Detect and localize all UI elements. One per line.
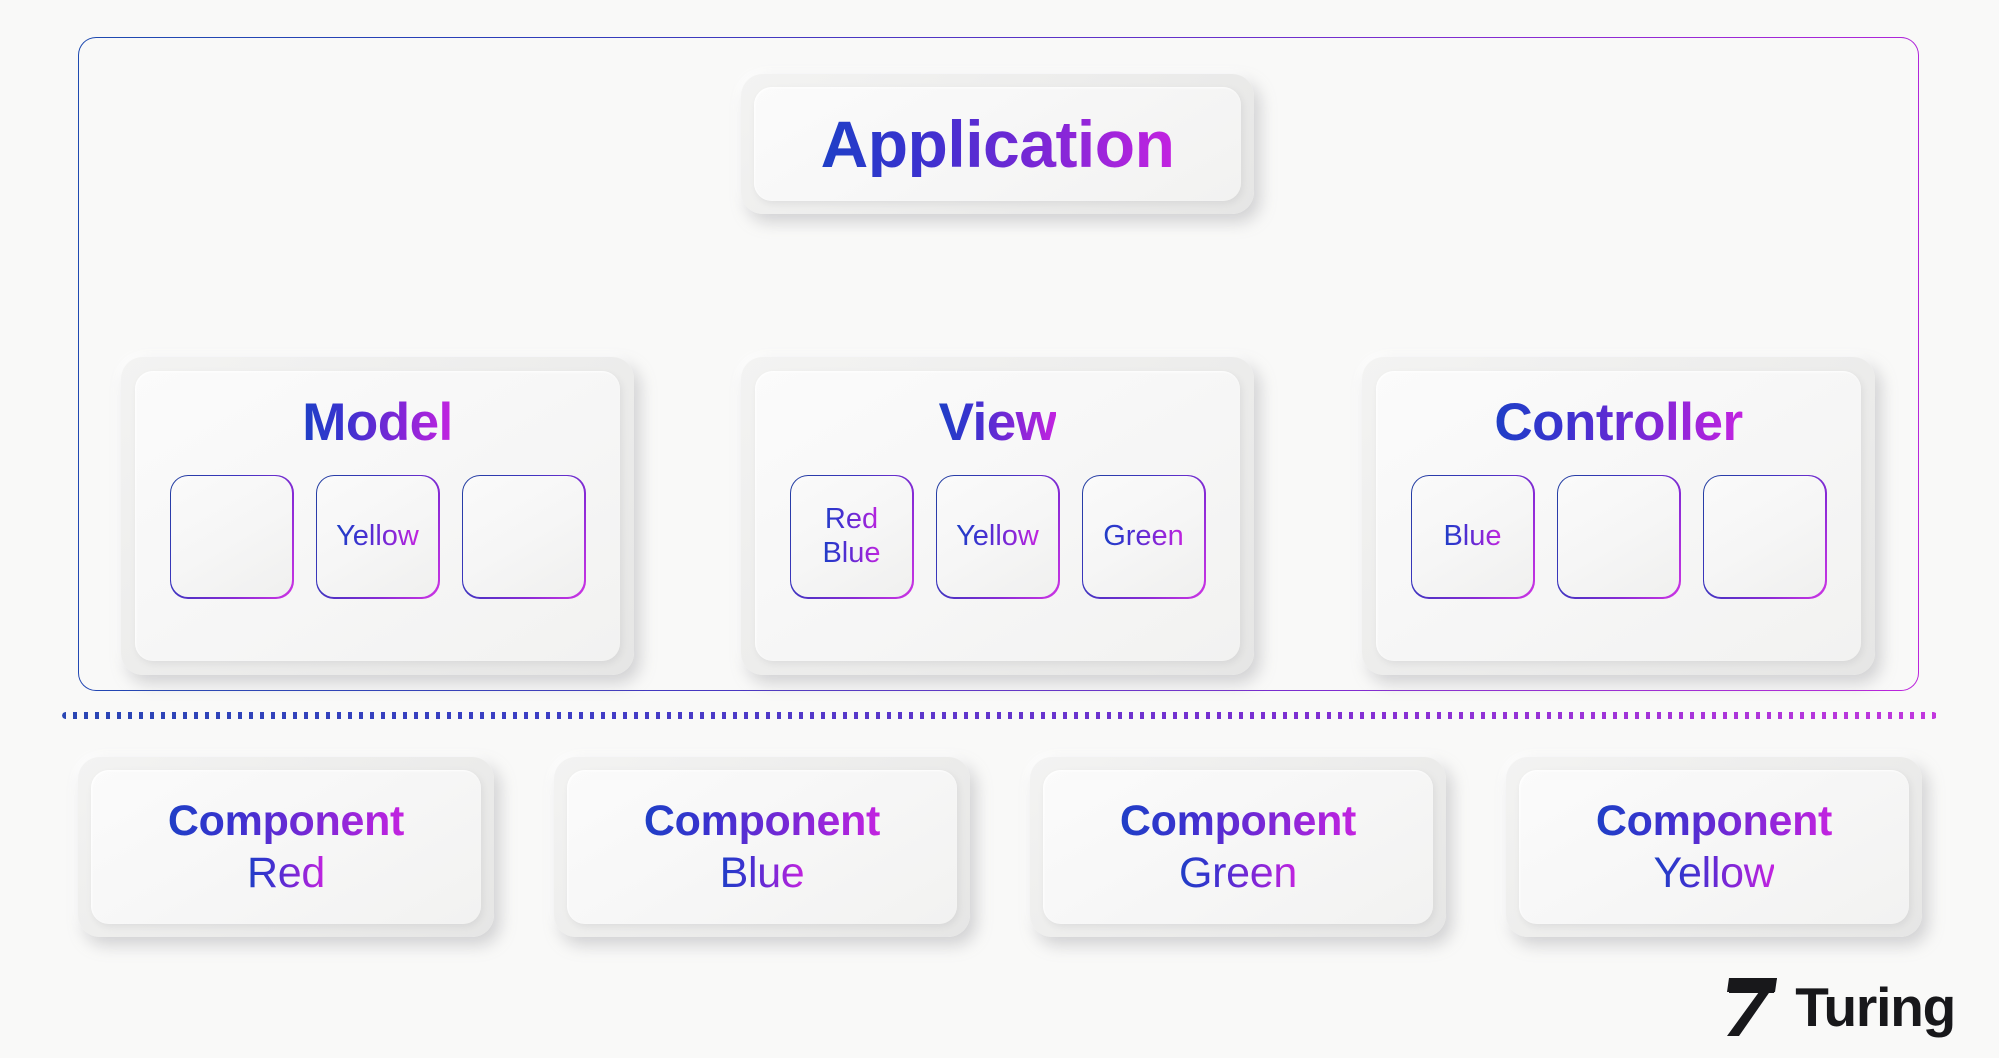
slot-label-controller-0: Blue	[1443, 519, 1502, 552]
layer-card-controller-inner: Controller Blue	[1376, 371, 1861, 661]
component-name-blue: Blue	[720, 847, 805, 899]
component-card-green-inner: Component Green	[1043, 770, 1433, 924]
slot-face-controller-0: Blue	[1412, 476, 1533, 598]
application-card: Application	[741, 74, 1254, 214]
slot-model-1[interactable]: Yellow	[315, 474, 440, 599]
slot-face-view-1: Yellow	[937, 476, 1058, 598]
slot-face-controller-1	[1558, 476, 1679, 598]
slot-row-controller: Blue	[1376, 474, 1861, 599]
component-card-red: Component Red	[78, 757, 494, 937]
layer-title-view: View	[938, 393, 1057, 452]
slot-face-view-2: Green	[1083, 476, 1204, 598]
slot-view-2[interactable]: Green	[1081, 474, 1206, 599]
component-name-green: Green	[1179, 847, 1297, 899]
layer-card-model: Model Yellow	[121, 357, 634, 675]
slot-label-view-1: Yellow	[956, 519, 1039, 552]
seven-mark-icon	[1727, 978, 1778, 1036]
component-card-yellow-inner: Component Yellow	[1519, 770, 1909, 924]
component-card-yellow: Component Yellow	[1506, 757, 1922, 937]
application-frame-inner: Application Model Yellow	[79, 38, 1918, 690]
slot-controller-2[interactable]	[1702, 474, 1827, 599]
layer-title-controller: Controller	[1494, 393, 1743, 452]
component-title-red: Component	[168, 795, 404, 847]
dotted-divider	[62, 712, 1937, 719]
slot-face-controller-2	[1704, 476, 1825, 598]
application-card-inner: Application	[754, 87, 1241, 201]
application-frame: Application Model Yellow	[78, 37, 1919, 691]
slot-model-0[interactable]	[169, 474, 294, 599]
component-card-blue: Component Blue	[554, 757, 970, 937]
component-title-blue: Component	[644, 795, 880, 847]
slot-row-model: Yellow	[135, 474, 620, 599]
component-name-red: Red	[247, 847, 325, 899]
slot-controller-1[interactable]	[1556, 474, 1681, 599]
slot-controller-0[interactable]: Blue	[1410, 474, 1535, 599]
layer-title-model: Model	[302, 393, 453, 452]
slot-view-1[interactable]: Yellow	[935, 474, 1060, 599]
turing-logo: Turing	[1725, 975, 1956, 1038]
application-title: Application	[820, 107, 1175, 181]
component-title-green: Component	[1120, 795, 1356, 847]
slot-face-model-1: Yellow	[317, 476, 438, 598]
slot-label-model-1: Yellow	[336, 519, 419, 552]
component-name-yellow: Yellow	[1654, 847, 1775, 899]
component-card-blue-inner: Component Blue	[567, 770, 957, 924]
turing-wordmark: Turing	[1795, 975, 1956, 1038]
layer-card-controller: Controller Blue	[1362, 357, 1875, 675]
component-card-red-inner: Component Red	[91, 770, 481, 924]
slot-model-2[interactable]	[461, 474, 586, 599]
layer-card-model-inner: Model Yellow	[135, 371, 620, 661]
slot-label-view-2: Green	[1103, 519, 1184, 552]
component-title-yellow: Component	[1596, 795, 1832, 847]
slot-face-model-0	[171, 476, 292, 598]
component-card-green: Component Green	[1030, 757, 1446, 937]
slot-face-model-2	[463, 476, 584, 598]
